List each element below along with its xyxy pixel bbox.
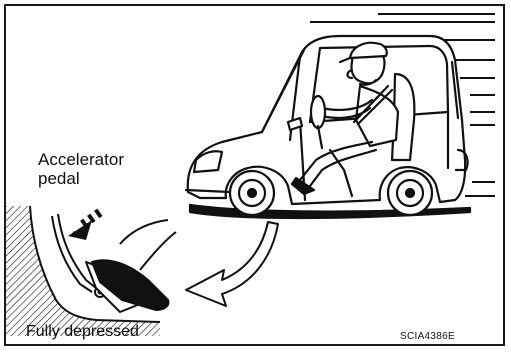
fully-depressed-label: Fully depressed — [26, 323, 139, 341]
figure-code-label: SCIA4386E — [400, 331, 455, 342]
car-with-driver-illustration — [186, 36, 470, 218]
curved-pointer-arrow — [186, 222, 278, 306]
accelerator-pedal-illustration — [6, 206, 176, 336]
push-direction-arrow — [68, 209, 103, 240]
accelerator-pedal-label: Accelerator pedal — [38, 150, 124, 188]
accelerator-label-line1: Accelerator — [38, 150, 124, 169]
accelerator-label-line2: pedal — [38, 169, 124, 188]
